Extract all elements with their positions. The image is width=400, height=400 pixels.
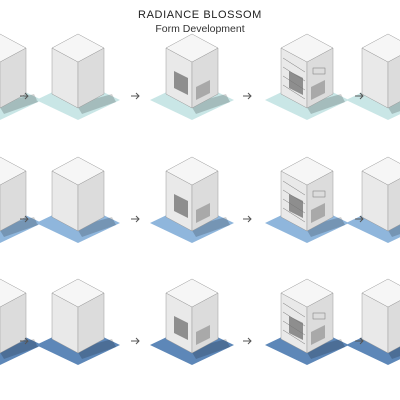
right-arrow-icon bbox=[20, 215, 29, 223]
floor-line bbox=[282, 180, 306, 196]
shadow bbox=[190, 339, 230, 359]
block-top-face bbox=[361, 156, 400, 186]
diagram-title: RADIANCE BLOSSOM bbox=[138, 9, 262, 21]
row2-step4 bbox=[265, 156, 349, 243]
row3-step4 bbox=[265, 278, 349, 365]
floor-line bbox=[282, 198, 306, 214]
void-opening bbox=[311, 80, 325, 100]
void-opening bbox=[174, 194, 188, 218]
shadow bbox=[0, 217, 38, 237]
floor-line bbox=[282, 320, 306, 336]
void-opening bbox=[196, 325, 210, 345]
floor-line bbox=[282, 329, 306, 345]
row3-step5 bbox=[346, 278, 400, 365]
void-opening bbox=[196, 203, 210, 223]
right-arrow-icon bbox=[131, 92, 140, 100]
block-top-face bbox=[0, 278, 27, 308]
block-right-face bbox=[387, 178, 400, 232]
row3-step3 bbox=[150, 278, 234, 365]
screen-panel bbox=[312, 190, 326, 198]
right-arrow-icon bbox=[20, 92, 29, 100]
floor-line bbox=[282, 302, 306, 318]
right-arrow-icon bbox=[355, 215, 364, 223]
block-top-face bbox=[165, 33, 219, 63]
shadow bbox=[76, 217, 116, 237]
row2-step2 bbox=[36, 156, 120, 243]
right-arrow-icon bbox=[243, 92, 252, 100]
row2-step3 bbox=[150, 156, 234, 243]
void-opening bbox=[174, 316, 188, 340]
right-arrow-icon bbox=[355, 337, 364, 345]
block-top-face bbox=[361, 33, 400, 63]
block-top-face bbox=[165, 278, 219, 308]
shadow bbox=[305, 339, 345, 359]
diagram-subtitle: Form Development bbox=[155, 23, 245, 35]
block-top-face bbox=[0, 33, 27, 63]
shadow bbox=[0, 339, 38, 359]
void-opening bbox=[289, 71, 303, 95]
row2-step1 bbox=[0, 156, 42, 243]
row2-step5 bbox=[346, 156, 400, 243]
block-top-face bbox=[51, 278, 105, 308]
floor-line bbox=[282, 189, 306, 205]
shadow bbox=[0, 94, 38, 114]
right-arrow-icon bbox=[355, 92, 364, 100]
shadow bbox=[305, 217, 345, 237]
block-top-face bbox=[280, 156, 334, 186]
block-top-face bbox=[51, 33, 105, 63]
right-arrow-icon bbox=[131, 215, 140, 223]
floor-line bbox=[282, 207, 306, 223]
row1-step2 bbox=[36, 33, 120, 120]
floor-line bbox=[282, 75, 306, 91]
shadow bbox=[190, 217, 230, 237]
block-top-face bbox=[280, 33, 334, 63]
void-opening bbox=[174, 71, 188, 95]
block-top-face bbox=[361, 278, 400, 308]
void-opening bbox=[289, 194, 303, 218]
block-top-face bbox=[51, 156, 105, 186]
row1-step4 bbox=[265, 33, 349, 120]
block-right-face bbox=[387, 300, 400, 354]
shadow bbox=[305, 94, 345, 114]
floor-line bbox=[282, 57, 306, 73]
screen-panel bbox=[312, 312, 326, 320]
void-opening bbox=[311, 325, 325, 345]
shadow bbox=[190, 94, 230, 114]
row1-step1 bbox=[0, 33, 42, 120]
floor-line bbox=[282, 66, 306, 82]
right-arrow-icon bbox=[243, 337, 252, 345]
right-arrow-icon bbox=[243, 215, 252, 223]
row3-step1 bbox=[0, 278, 42, 365]
row1-step5 bbox=[346, 33, 400, 120]
void-opening bbox=[289, 316, 303, 340]
right-arrow-icon bbox=[131, 337, 140, 345]
block-top-face bbox=[280, 278, 334, 308]
block-right-face bbox=[387, 55, 400, 109]
block-top-face bbox=[165, 156, 219, 186]
floor-line bbox=[282, 84, 306, 100]
row1-step3 bbox=[150, 33, 234, 120]
screen-panel bbox=[312, 67, 326, 75]
shadow bbox=[76, 339, 116, 359]
void-opening bbox=[196, 80, 210, 100]
shadow bbox=[76, 94, 116, 114]
right-arrow-icon bbox=[20, 337, 29, 345]
row3-step2 bbox=[36, 278, 120, 365]
void-opening bbox=[311, 203, 325, 223]
block-top-face bbox=[0, 156, 27, 186]
floor-line bbox=[282, 311, 306, 327]
